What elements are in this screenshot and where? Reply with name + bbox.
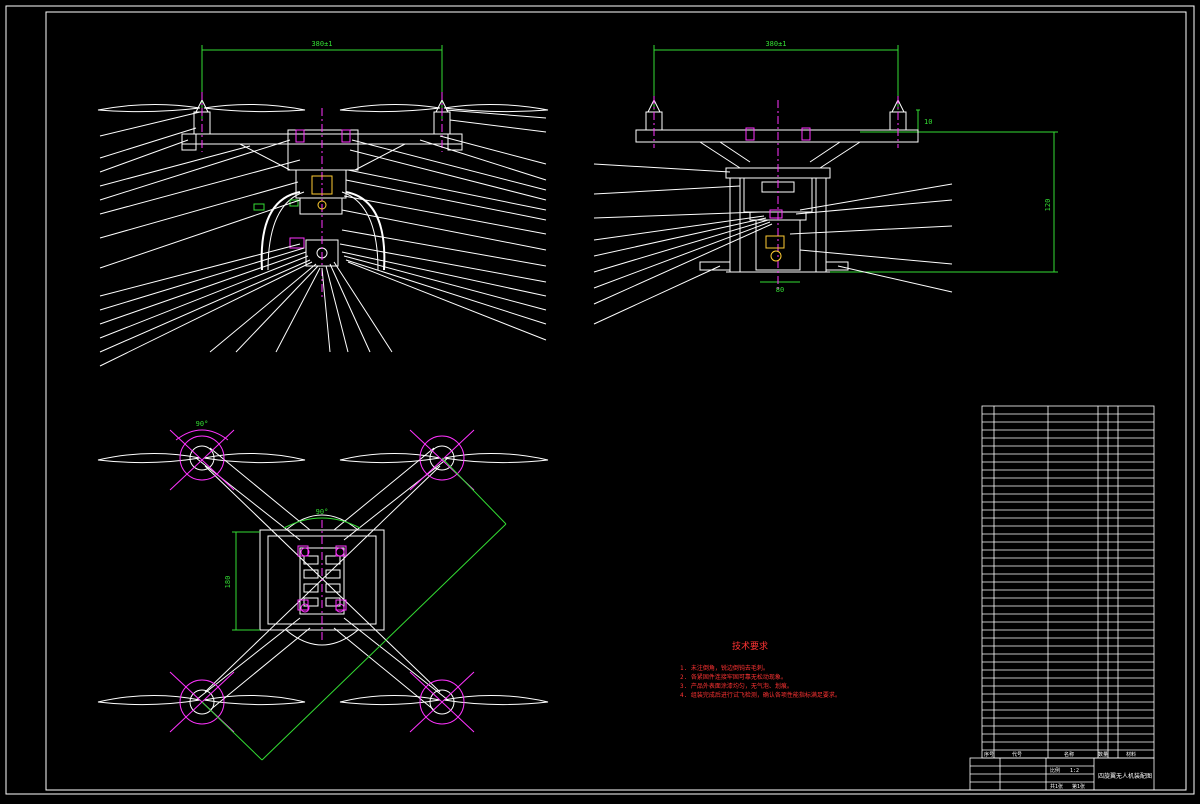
top-center-label: 90° <box>316 508 329 516</box>
sheet-number: 第1张 <box>1072 783 1085 790</box>
top-view: 90° 90° 180 <box>97 420 549 761</box>
top-angle-label: 90° <box>196 420 209 428</box>
notes-line-3: 3. 产品外表面涂漆均匀，无气泡、划痕。 <box>680 682 793 690</box>
inner-frame <box>45 11 1187 791</box>
side-view: 380±1 120 80 10 <box>593 40 1058 325</box>
bom-header-code: 代号 <box>1012 751 1022 758</box>
bom-header-qty: 数量 <box>1098 751 1108 758</box>
drawing-title: 四旋翼无人机装配图 <box>1098 772 1152 780</box>
side-dimension-small: 10 <box>924 118 932 126</box>
scale-value: 1:2 <box>1070 768 1079 774</box>
title-block: 序号 代号 名称 数量 材料 四旋翼无人机装配图 比例 1:2 共1张 第1张 <box>984 751 1152 790</box>
bill-of-materials <box>969 405 1155 791</box>
front-dimension-label: 380±1 <box>311 40 332 48</box>
scale-label: 比例 <box>1050 767 1060 774</box>
top-side-dim: 180 <box>224 576 232 589</box>
bom-header-name: 名称 <box>1064 751 1074 758</box>
side-dimension-width: 80 <box>776 286 784 294</box>
notes-line-4: 4. 组装完成后进行试飞检测，确认各项性能指标满足要求。 <box>680 691 841 699</box>
side-dimension-top: 380±1 <box>765 40 786 48</box>
front-view: 380±1 <box>97 40 549 367</box>
sheet-count: 共1张 <box>1050 783 1063 790</box>
notes-heading: 技术要求 <box>732 640 768 652</box>
notes-line-1: 1. 未注倒角，锐边倒钝去毛刺。 <box>680 664 769 672</box>
bom-header-seq: 序号 <box>984 751 994 758</box>
side-dimension-height: 120 <box>1044 199 1052 212</box>
notes-line-2: 2. 各紧固件连接牢固可靠无松动现象。 <box>680 673 787 681</box>
front-dimension <box>201 45 443 120</box>
outer-frame <box>5 5 1195 795</box>
technical-notes: 技术要求 1. 未注倒角，锐边倒钝去毛刺。 2. 各紧固件连接牢固可靠无松动现象… <box>680 640 841 699</box>
bom-header-material: 材料 <box>1126 751 1136 758</box>
